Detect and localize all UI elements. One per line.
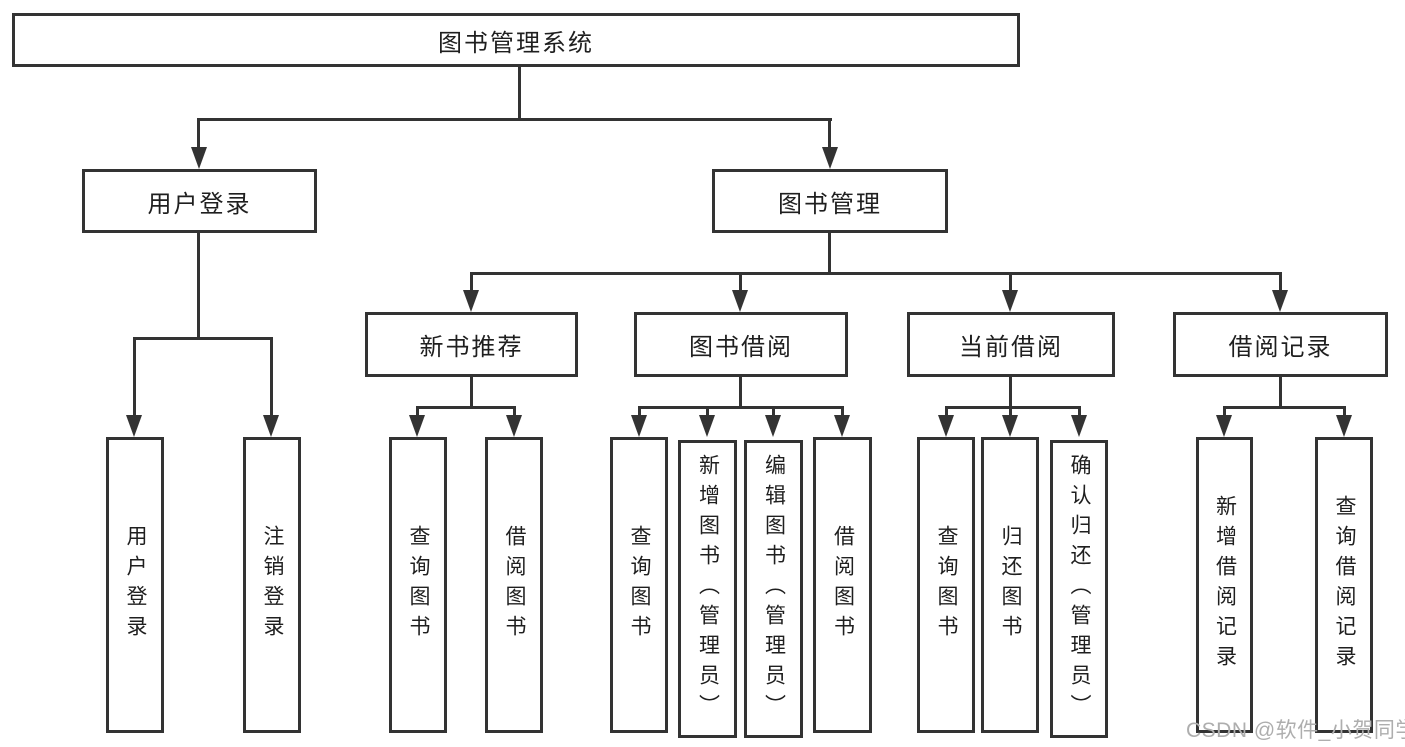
connector-drop [416,406,419,417]
connector-drop [1343,406,1346,417]
connector-drop [638,406,641,417]
leaf-return-books: 归还图书 [981,437,1039,733]
connector-drop [945,406,948,417]
arrow-down-icon [409,415,425,437]
leaf-query-books-borrowing: 查询图书 [610,437,668,733]
node-user-login-label: 用户登录 [147,190,252,218]
connector-drop [706,406,709,417]
arrow-down-icon [699,415,715,437]
leaf-borrow-books: 借阅图书 [813,437,872,733]
connector-drop [1009,406,1012,417]
arrow-down-icon [1272,290,1288,312]
leaf-label: 查询图书 [407,525,430,645]
leaf-user-login: 用户登录 [106,437,164,733]
node-label: 新书推荐 [419,334,524,361]
leaf-label: 确认归还（管理员） [1068,454,1091,724]
connector-split [1223,406,1346,409]
connector-drop [1078,406,1081,417]
node-label: 图书借阅 [689,334,793,361]
node-borrowing-records: 借阅记录 [1173,312,1388,377]
arrow-down-icon [1071,415,1087,437]
arrow-down-icon [263,415,279,437]
leaf-query-borrow-record: 查询借阅记录 [1315,437,1373,733]
connector-drop-login [133,337,136,417]
node-book-management-label: 图书管理 [778,190,882,218]
leaf-edit-books-admin: 编辑图书（管理员） [744,440,803,738]
node-user-login: 用户登录 [82,169,317,233]
arrow-down-icon [463,290,479,312]
leaf-label: 新增图书（管理员） [696,454,720,724]
connector-split [638,406,844,409]
leaf-add-books-admin: 新增图书（管理员） [678,440,737,738]
node-book-management: 图书管理 [712,169,948,233]
connector-drop-book-borrow [739,272,742,292]
connector-root-split [198,118,832,121]
leaf-label: 注销登录 [261,525,284,645]
arrow-down-icon [938,415,954,437]
connector-stem [1279,375,1282,408]
connector-drop [841,406,844,417]
arrow-down-icon [822,147,838,169]
arrow-down-icon [834,415,850,437]
connector-drop-borrow-records [1279,272,1282,292]
arrow-down-icon [191,147,207,169]
connector-drop-user-login [197,118,200,150]
connector-split [416,406,516,409]
arrow-down-icon [1216,415,1232,437]
leaf-label: 编辑图书（管理员） [762,454,786,724]
arrow-down-icon [506,415,522,437]
leaf-label: 用户登录 [124,525,147,645]
connector-drop-current-borrow [1009,272,1012,292]
node-current-borrowing: 当前借阅 [907,312,1115,377]
connector-drop-book-mgmt [828,118,831,150]
connector-user-login-stem [197,231,200,339]
arrow-down-icon [765,415,781,437]
connector-split [945,406,1081,409]
node-new-book-recommend: 新书推荐 [365,312,578,377]
leaf-logout: 注销登录 [243,437,301,733]
connector-drop [772,406,775,417]
arrow-down-icon [732,290,748,312]
connector-root-stem [518,66,521,120]
connector-book-mgmt-split [470,272,1282,275]
node-book-borrowing: 图书借阅 [634,312,848,377]
leaf-label: 查询借阅记录 [1333,495,1356,675]
connector-drop [513,406,516,417]
csdn-watermark: CSDN @软件_小贺同学 [1186,719,1405,742]
leaf-label: 查询图书 [628,525,651,645]
leaf-query-books-recommend: 查询图书 [389,437,447,733]
leaf-query-books-current: 查询图书 [917,437,975,733]
connector-book-mgmt-stem [828,231,831,274]
node-root-label: 图书管理系统 [438,29,594,57]
leaf-add-borrow-record: 新增借阅记录 [1196,437,1253,733]
node-label: 借阅记录 [1228,334,1333,361]
arrow-down-icon [126,415,142,437]
connector-stem [1009,375,1012,408]
leaf-label: 借阅图书 [831,525,855,645]
arrow-down-icon [1002,290,1018,312]
connector-stem [470,375,473,408]
connector-user-login-split [133,337,273,340]
arrow-down-icon [1336,415,1352,437]
connector-drop-logout [270,337,273,417]
leaf-label: 新增借阅记录 [1213,495,1237,675]
arrow-down-icon [1002,415,1018,437]
leaf-borrow-books-recommend: 借阅图书 [485,437,543,733]
leaf-confirm-return-admin: 确认归还（管理员） [1050,440,1108,738]
connector-drop [1223,406,1226,417]
leaf-label: 借阅图书 [503,525,526,645]
connector-drop-new-books [470,272,473,292]
connector-stem [739,375,742,408]
leaf-label: 归还图书 [999,525,1022,645]
arrow-down-icon [631,415,647,437]
node-label: 当前借阅 [959,334,1063,361]
leaf-label: 查询图书 [935,525,958,645]
node-root: 图书管理系统 [12,13,1020,67]
